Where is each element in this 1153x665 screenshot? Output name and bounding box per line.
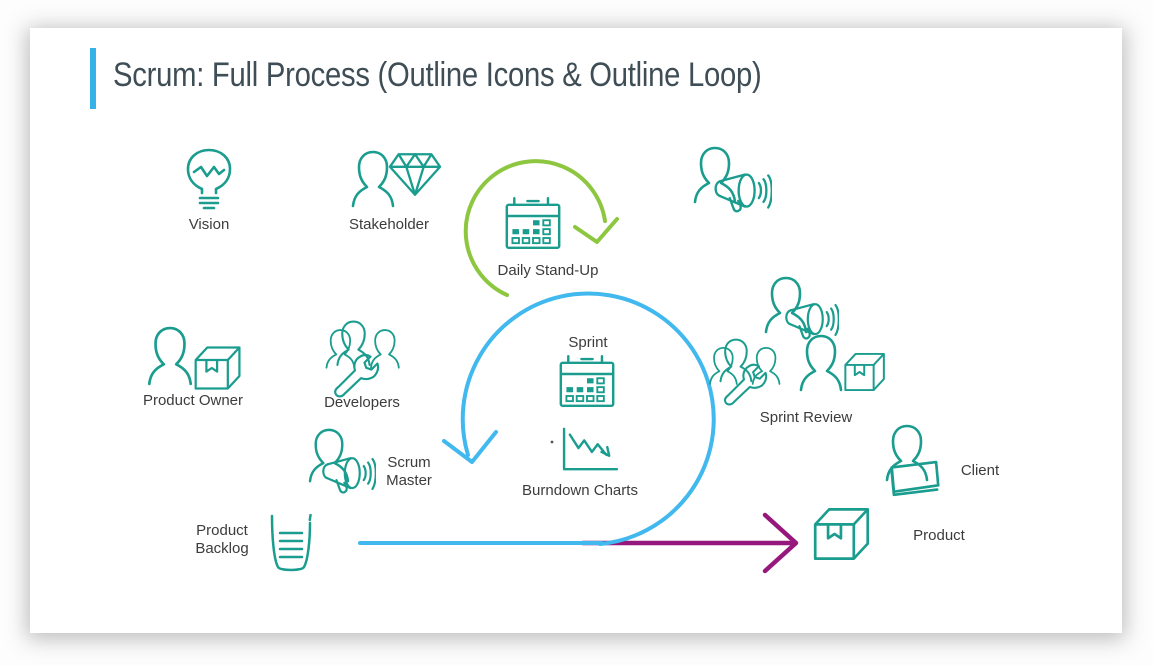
product-backlog-label: Product Backlog — [195, 522, 249, 558]
delivery-arrow-head — [762, 512, 799, 574]
lightbulb-icon — [181, 146, 237, 214]
megaphone-icon — [710, 168, 772, 215]
slide — [30, 28, 1122, 633]
developers-label: Developers — [324, 394, 400, 411]
wrench-icon — [330, 348, 380, 398]
sprint-label: Sprint — [568, 334, 608, 351]
burndown-charts-label: Burndown Charts — [522, 482, 638, 499]
box-icon — [193, 343, 243, 393]
scrum-master-label: Scrum Master — [386, 454, 432, 490]
wrench-icon — [720, 358, 768, 406]
product-label: Product — [913, 527, 965, 544]
sprint-loop-arrow-head — [442, 430, 498, 464]
megaphone-icon — [318, 452, 376, 496]
box-icon — [843, 350, 887, 394]
title-accent-bar — [90, 48, 96, 109]
client-label: Client — [960, 462, 1000, 479]
stakeholder-label: Stakeholder — [348, 216, 430, 233]
vision-label: Vision — [188, 216, 230, 233]
sprint-review-label: Sprint Review — [759, 409, 853, 426]
page-title: Scrum: Full Process (Outline Icons & Out… — [113, 56, 762, 94]
backlog-bucket-icon — [265, 514, 317, 576]
product-box-icon — [812, 504, 872, 564]
document-icon — [888, 460, 942, 498]
sprint-loop-circle — [460, 291, 716, 546]
product-owner-label: Product Owner — [142, 392, 244, 409]
diamond-icon — [388, 152, 442, 197]
calendar-icon — [558, 354, 616, 409]
person-icon — [798, 334, 844, 392]
calendar-icon — [504, 196, 562, 251]
daily-loop-arc — [463, 159, 607, 297]
burndown-chart-icon — [559, 426, 621, 474]
person-icon — [146, 326, 194, 386]
stray-dot — [550, 440, 554, 444]
daily-loop-arrow-head — [573, 217, 619, 244]
daily-standup-label: Daily Stand-Up — [497, 262, 599, 279]
